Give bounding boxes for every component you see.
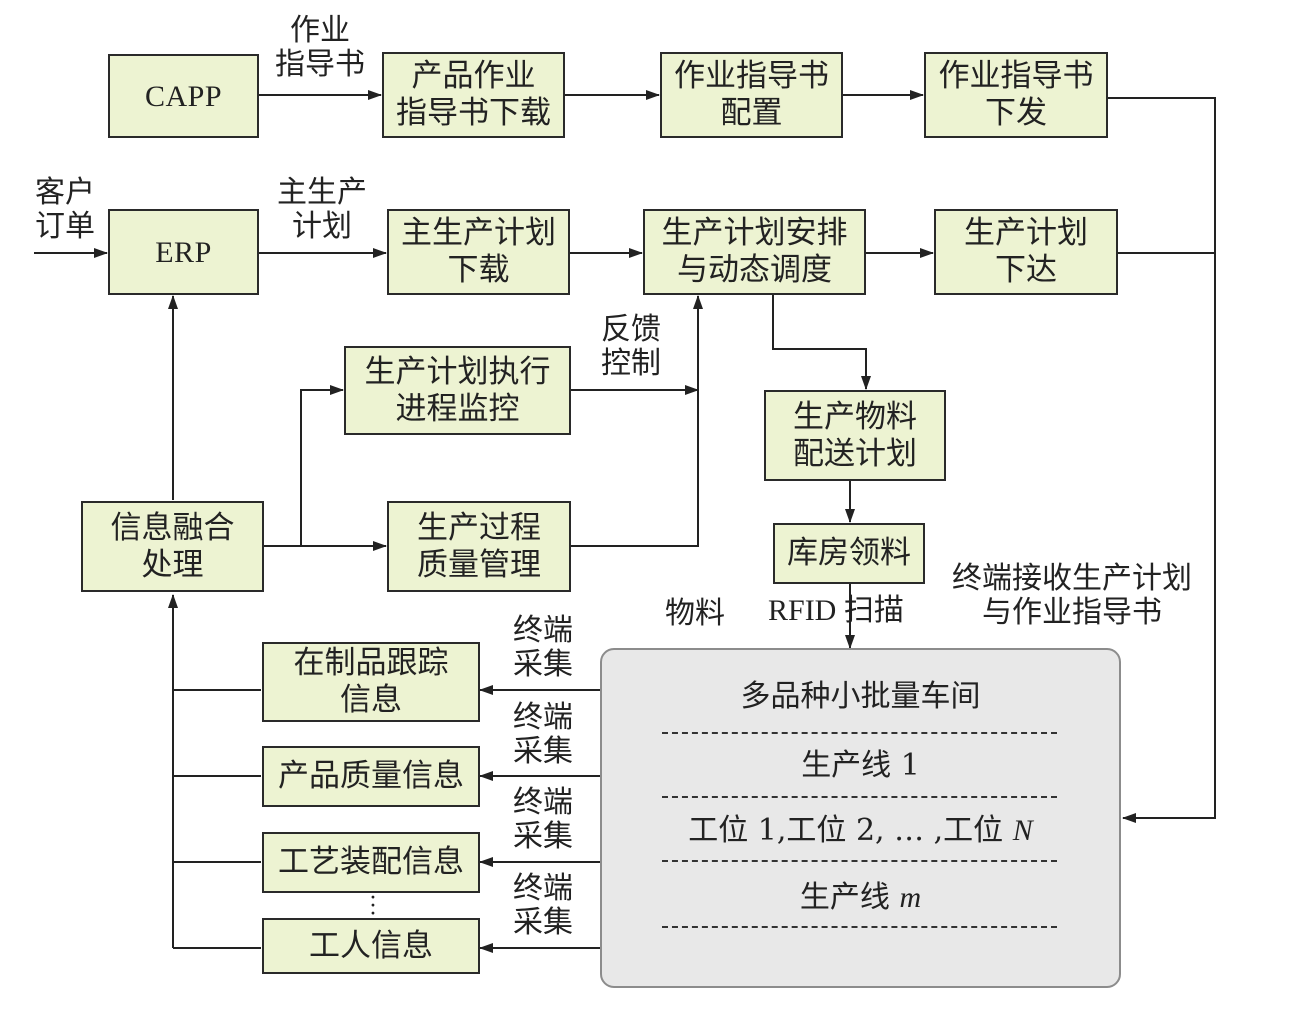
node-product-instruction-download: 产品作业 指导书下载 xyxy=(382,52,565,138)
label-terminal-collect-3: 终端 采集 xyxy=(513,785,573,854)
node-info-fusion: 信息融合 处理 xyxy=(81,501,264,592)
node-material-plan: 生产物料 配送计划 xyxy=(764,390,946,481)
production-line-m-text: 生产线 xyxy=(799,880,900,915)
label-feedback-control: 反馈 控制 xyxy=(601,312,661,381)
workshop-title: 多品种小批量车间 xyxy=(740,679,981,714)
node-plan-schedule: 生产计划安排 与动态调度 xyxy=(643,209,866,295)
workstations-text: 工位 1,工位 2, … ,工位 xyxy=(688,813,1013,848)
node-plan-release: 生产计划 下达 xyxy=(934,209,1118,295)
vertical-ellipsis-icon: ··· xyxy=(369,886,377,927)
node-assembly-info: 工艺装配信息 xyxy=(262,832,480,893)
node-exec-monitor: 生产计划执行 进程监控 xyxy=(344,346,571,435)
label-terminal-collect-1: 终端 采集 xyxy=(513,613,573,682)
node-instruction-config: 作业指导书 配置 xyxy=(660,52,843,138)
node-product-quality-info: 产品质量信息 xyxy=(262,746,480,807)
dashed-divider xyxy=(662,926,1057,928)
workstations-n: N xyxy=(1012,814,1033,847)
node-warehouse: 库房领料 xyxy=(773,523,925,584)
label-customer-order: 客户 订单 xyxy=(35,175,95,244)
node-mps-download: 主生产计划 下载 xyxy=(387,209,570,295)
node-capp: CAPP xyxy=(108,54,259,138)
dashed-divider xyxy=(662,860,1057,862)
node-worker-info: 工人信息 xyxy=(262,918,480,974)
node-instruction-issue: 作业指导书 下发 xyxy=(924,52,1108,138)
node-quality-mgmt: 生产过程 质量管理 xyxy=(387,501,571,592)
node-wip-tracking: 在制品跟踪 信息 xyxy=(262,642,480,722)
label-instruction-book: 作业 指导书 xyxy=(275,13,365,82)
production-line-1: 生产线 1 xyxy=(801,748,920,783)
workstations: 工位 1,工位 2, … ,工位 N xyxy=(602,814,1119,848)
dashed-divider xyxy=(662,796,1057,798)
dashed-divider xyxy=(662,732,1057,734)
line-issue-to-workshop xyxy=(1108,97,1216,823)
label-material: 物料 xyxy=(665,596,725,631)
production-line-m: 生产线 m xyxy=(602,881,1119,915)
label-rfid-scan: RFID 扫描 xyxy=(768,594,904,627)
label-terminal-collect-2: 终端 采集 xyxy=(513,700,573,769)
arrow-schedule-to-material xyxy=(772,295,871,390)
workshop-panel: 多品种小批量车间 生产线 1 工位 1,工位 2, … ,工位 N 生产线 m xyxy=(600,648,1121,988)
production-line-m-var: m xyxy=(899,881,922,914)
label-master-production-plan: 主生产 计划 xyxy=(277,175,367,244)
label-terminal-receive: 终端接收生产计划 与作业指导书 xyxy=(952,561,1192,630)
label-terminal-collect-4: 终端 采集 xyxy=(513,871,573,940)
arrow-fusion-to-monitor xyxy=(264,385,344,547)
line-quality-to-schedule xyxy=(571,295,703,547)
node-erp: ERP xyxy=(108,209,259,295)
